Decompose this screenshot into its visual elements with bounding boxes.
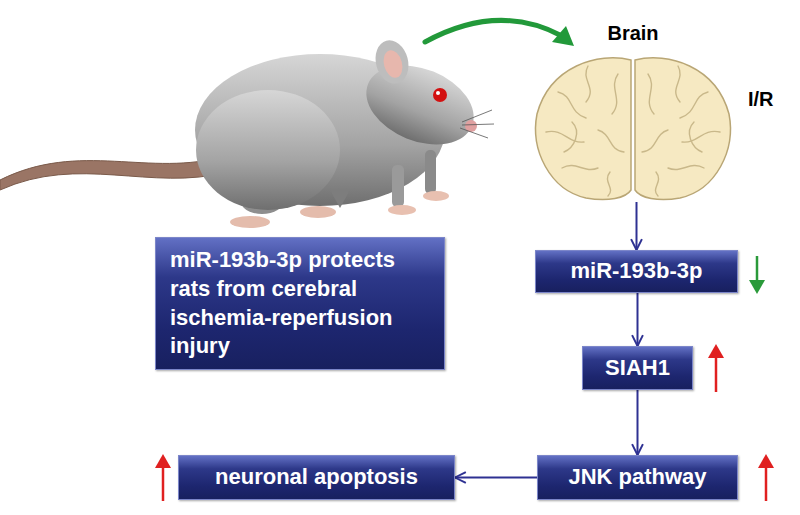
node-heading: Brain (528, 22, 738, 45)
brain-gyrus (612, 74, 618, 114)
rat-illustration (0, 37, 494, 228)
arrow-head (552, 26, 574, 46)
trend-arrow-up (708, 344, 724, 392)
arrow-shaft (162, 466, 165, 501)
box-text: JNK pathway (568, 463, 706, 492)
trend-arrow-up (758, 454, 774, 501)
brain-illustration (528, 22, 738, 202)
trend-arrow-down (749, 256, 765, 294)
arrow-shaft (425, 20, 562, 42)
brain-gyrus (642, 130, 668, 152)
brain-gyrus (668, 165, 704, 169)
flow-arrow (637, 390, 639, 455)
brain-gyrus (607, 172, 610, 196)
rat-ear (371, 37, 413, 88)
brain-gyrus (655, 172, 658, 196)
brain-gyrus (682, 131, 720, 142)
arrow-shaft (756, 256, 759, 284)
rat-whiskers (460, 110, 494, 138)
box-text: miR-193b-3p (570, 257, 702, 286)
brain-hemisphere (536, 58, 631, 200)
box-text: miR-193b-3p protects rats from cerebral … (170, 246, 430, 360)
flow-arrow (636, 202, 638, 250)
brain-gyrus (680, 92, 708, 118)
arrow-head (708, 344, 724, 358)
trend-arrow-up (155, 454, 171, 501)
brain-gyrus (689, 122, 702, 152)
brain-hemisphere (635, 58, 730, 200)
brain-gyrus (564, 122, 577, 152)
brain-gyrus (586, 66, 590, 102)
rat-front-leg (425, 150, 436, 194)
arrow-head (749, 280, 765, 294)
rat-front-leg (392, 165, 404, 207)
box-text: SIAH1 (605, 354, 670, 383)
arrow-head (758, 454, 774, 468)
arrow-head (155, 454, 171, 468)
green-curved-arrow (425, 20, 574, 46)
process-box: miR-193b-3p (535, 250, 738, 293)
rat-haunch (196, 90, 340, 210)
brain-gyrus (648, 74, 654, 114)
flow-arrow (455, 477, 537, 479)
rat-tail (0, 156, 228, 190)
rat-head (355, 51, 486, 160)
brain-outline (536, 58, 631, 200)
rat-ear-inner (381, 48, 406, 80)
box-text: neuronal apoptosis (215, 463, 418, 492)
rat-foot (388, 205, 416, 215)
flow-arrow (637, 293, 639, 346)
rat-eye-highlight (436, 91, 440, 95)
arrow-shaft (765, 466, 768, 501)
process-box: SIAH1 (582, 346, 693, 390)
brain-gyrus (562, 165, 598, 169)
brain-node: Brain (528, 22, 738, 202)
brain-gyrus (546, 131, 584, 142)
condition-label: I/R (748, 88, 774, 111)
arrow-shaft (715, 356, 718, 392)
summary-box: miR-193b-3p protects rats from cerebral … (155, 237, 445, 370)
process-box: JNK pathway (537, 455, 738, 500)
brain-gyrus (676, 66, 680, 102)
rat-foot (230, 216, 270, 228)
rat-eye (433, 88, 447, 102)
rat-leg (330, 190, 350, 208)
brain-gyrus (558, 92, 586, 118)
brain-outline (635, 58, 730, 200)
rat-foot (423, 191, 449, 201)
process-box: neuronal apoptosis (178, 455, 455, 500)
brain-gyrus (598, 130, 624, 152)
rat-foot (300, 206, 336, 218)
